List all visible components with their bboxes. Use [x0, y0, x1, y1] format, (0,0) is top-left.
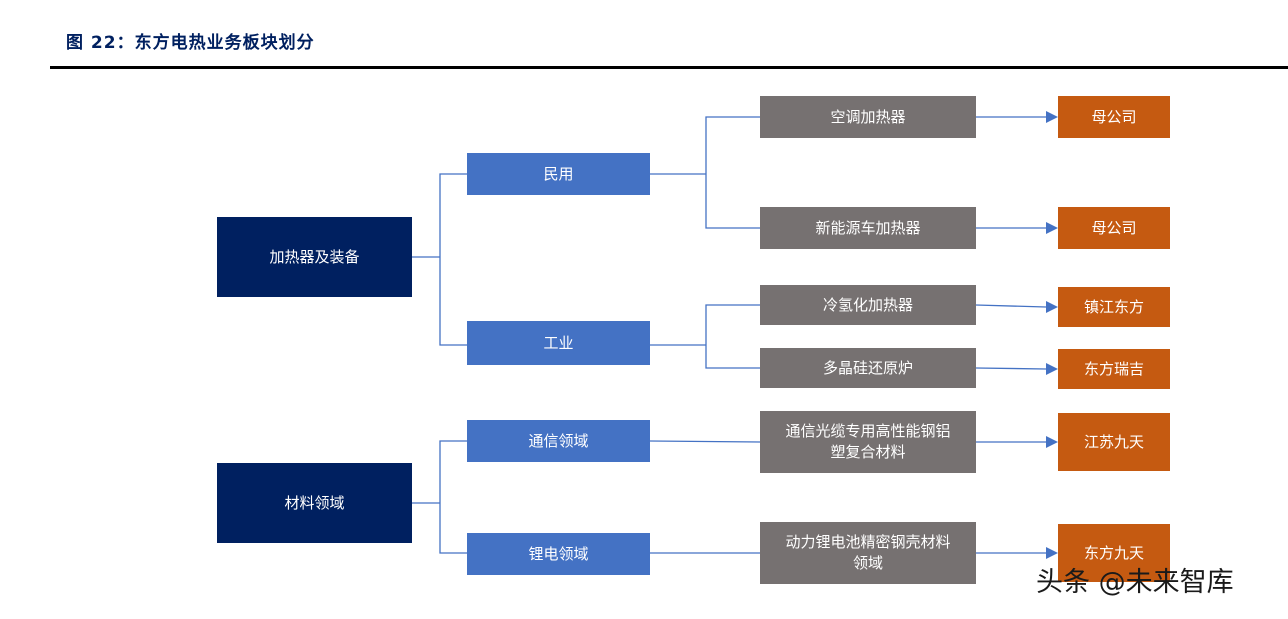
- node-lithium: 锂电领域: [467, 533, 650, 575]
- arrowhead: [1046, 301, 1058, 313]
- connector-heater: [412, 173, 467, 346]
- node-cold-hydrogenation-heater: 冷氢化加热器: [760, 285, 976, 325]
- node-industry: 工业: [467, 321, 650, 365]
- node-cable-material: 通信光缆专用高性能钢铝塑复合材料: [760, 411, 976, 473]
- arrowhead: [1046, 436, 1058, 448]
- node-civil: 民用: [467, 153, 650, 195]
- connector-materials: [412, 440, 467, 554]
- node-parent-company-2: 母公司: [1058, 207, 1170, 249]
- node-telecom: 通信领域: [467, 420, 650, 462]
- arrowhead: [1046, 547, 1058, 559]
- arrowhead: [1046, 222, 1058, 234]
- node-ac-heater: 空调加热器: [760, 96, 976, 138]
- node-dongfang-jiutian: 东方九天: [1058, 524, 1170, 582]
- watermark: 头条 @未来智库: [1036, 567, 1234, 598]
- arrow-cold: [975, 304, 1047, 308]
- node-nev-heater: 新能源车加热器: [760, 207, 976, 249]
- arrowhead: [1046, 111, 1058, 123]
- node-polysilicon-furnace: 多晶硅还原炉: [760, 348, 976, 388]
- node-dongfang-ruiji: 东方瑞吉: [1058, 349, 1170, 389]
- node-jiangsu-jiutian: 江苏九天: [1058, 413, 1170, 471]
- connector-civil: [650, 116, 760, 229]
- connector-industry: [650, 304, 760, 369]
- title-rule: [50, 66, 1288, 69]
- node-parent-company-1: 母公司: [1058, 96, 1170, 138]
- node-materials: 材料领域: [217, 463, 412, 543]
- arrowhead: [1046, 363, 1058, 375]
- node-zhenjiang-dongfang: 镇江东方: [1058, 287, 1170, 327]
- figure-title: 图 22：东方电热业务板块划分: [66, 33, 315, 53]
- node-battery-material: 动力锂电池精密钢壳材料领域: [760, 522, 976, 584]
- arrow-poly: [975, 367, 1047, 370]
- node-heater-equipment: 加热器及装备: [217, 217, 412, 297]
- connector-telecom: [649, 440, 761, 443]
